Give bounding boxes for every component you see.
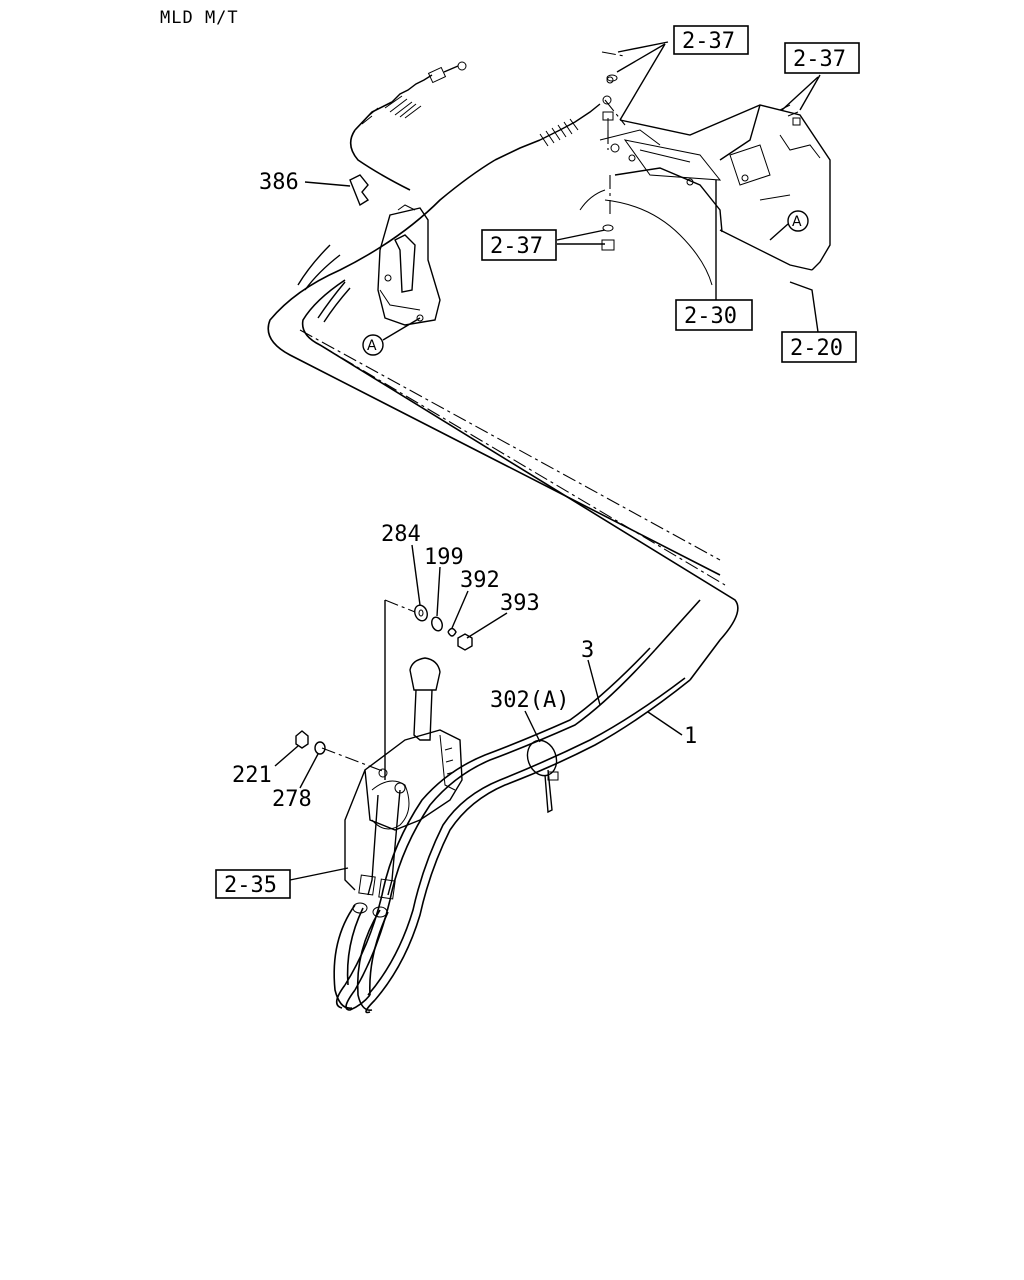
transmission-housing: [579, 104, 831, 286]
clip-386: [349, 174, 370, 207]
svg-text:2-37: 2-37: [682, 29, 735, 54]
part-label-302a: 302(A): [490, 688, 569, 713]
upper-cable-end-right: [494, 76, 614, 161]
ref-box-2-30: 2-30: [675, 299, 753, 331]
lower-cables: [333, 647, 691, 1014]
leader-lines: [274, 41, 821, 881]
part-label-3: 3: [581, 638, 594, 663]
svg-text:A: A: [792, 214, 802, 230]
part-label-278: 278: [272, 787, 312, 812]
washer-group-top: [601, 74, 801, 251]
cable-tie-302: [526, 739, 559, 814]
ref-box-2-35: 2-35: [215, 869, 291, 899]
svg-text:2-37: 2-37: [793, 47, 846, 72]
svg-text:2-20: 2-20: [790, 336, 843, 361]
part-label-1: 1: [684, 724, 697, 749]
svg-text:2-35: 2-35: [224, 873, 277, 898]
ref-box-2-37-top: 2-37: [673, 25, 749, 55]
diagram-title: MLD M/T: [160, 8, 239, 28]
part-label-386: 386: [259, 170, 299, 195]
part-label-393: 393: [500, 591, 540, 616]
marker-a-housing: A: [787, 210, 809, 232]
shift-lever-assembly: [344, 657, 463, 918]
ref-box-2-37-right: 2-37: [784, 42, 860, 74]
washer-stack: [414, 604, 473, 651]
cable-sheaths: [297, 244, 351, 323]
svg-text:2-30: 2-30: [684, 304, 737, 329]
upper-cable-end-left: [354, 61, 467, 131]
marker-a-bracket: A: [362, 334, 384, 356]
part-label-199: 199: [424, 545, 464, 570]
ref-box-2-37-mid: 2-37: [481, 229, 557, 261]
part-label-392: 392: [460, 568, 500, 593]
svg-text:A: A: [367, 338, 377, 354]
part-label-221: 221: [232, 763, 272, 788]
nut-washer-221-278: [295, 730, 326, 755]
svg-text:2-37: 2-37: [490, 234, 543, 259]
cable-3: [301, 279, 739, 681]
ref-box-2-20: 2-20: [781, 331, 857, 363]
part-label-284: 284: [381, 522, 421, 547]
mounting-bracket: [377, 204, 441, 326]
cable-1: [267, 129, 721, 651]
